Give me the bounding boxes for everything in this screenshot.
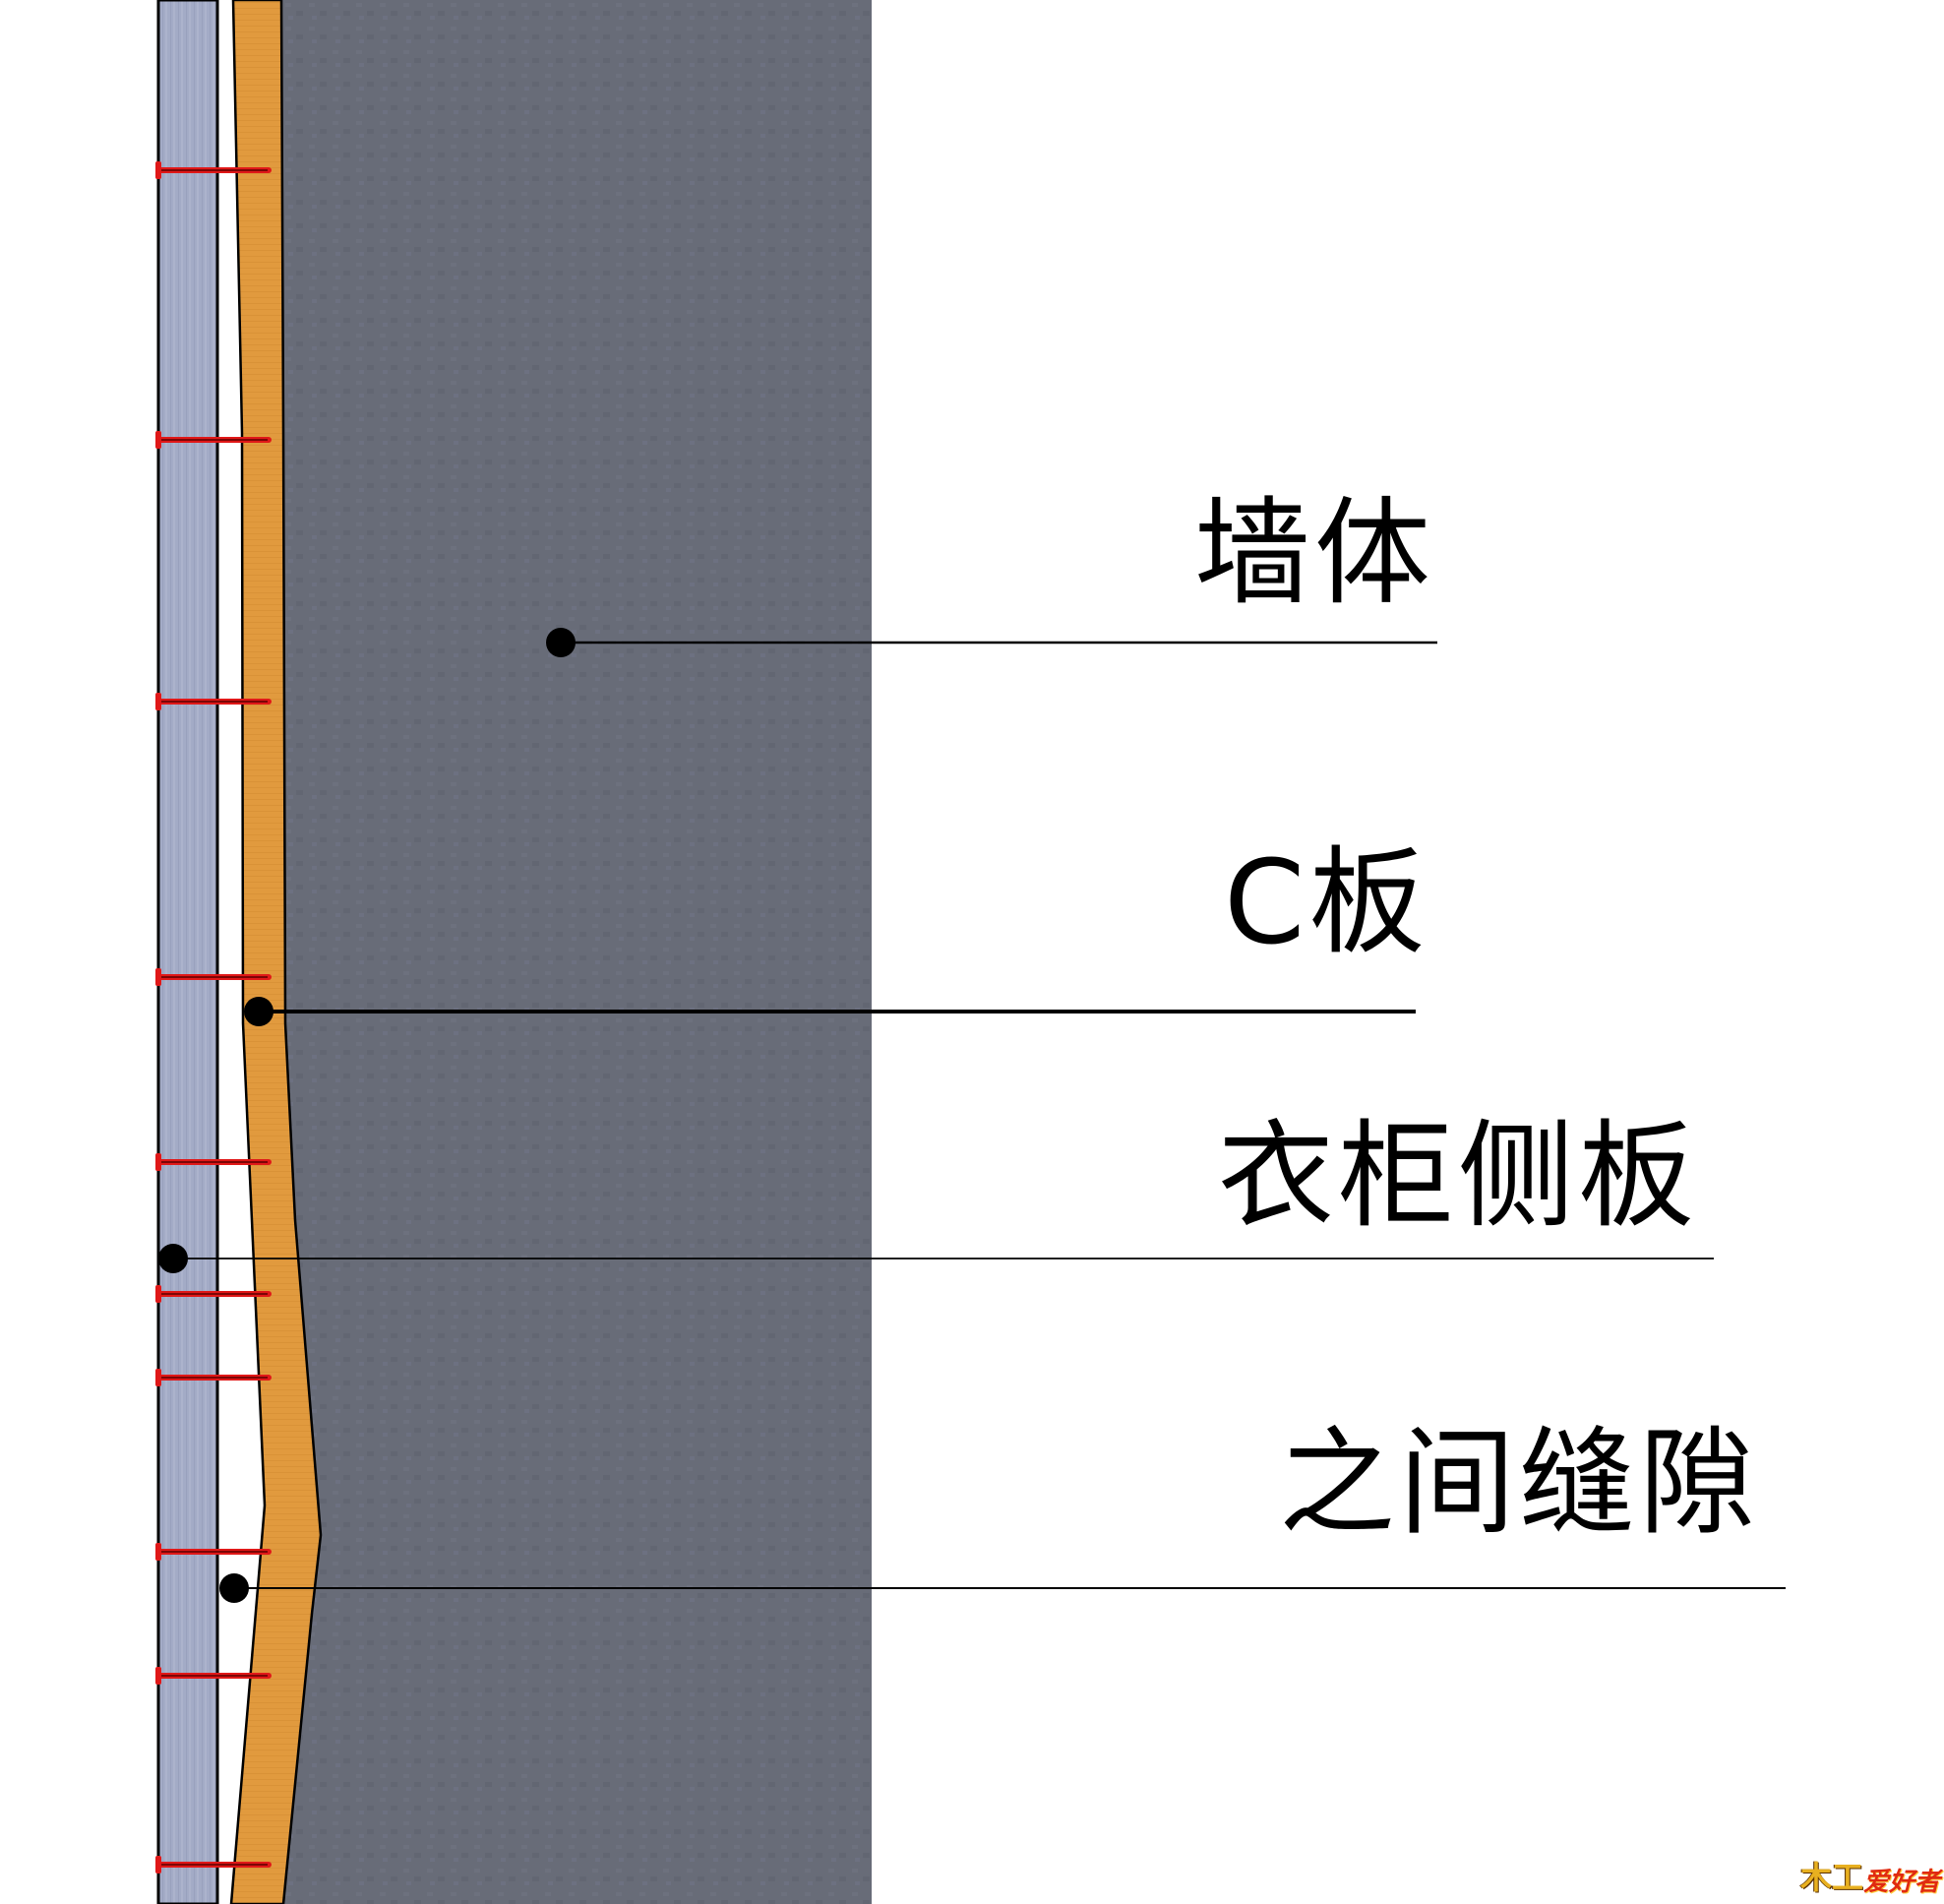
nail <box>155 161 272 179</box>
nail <box>155 1543 272 1561</box>
wardrobe-side-panel <box>156 0 219 1904</box>
leader-dot-gap <box>219 1573 249 1603</box>
label-gap-between: 之间缝隙 <box>1279 1415 1760 1551</box>
nail <box>155 1153 272 1171</box>
nail <box>155 1285 272 1303</box>
nail <box>155 431 272 449</box>
wall-block <box>281 0 872 1904</box>
leader-dot-side-panel <box>158 1244 188 1273</box>
nail <box>155 968 272 986</box>
leader-dot-c-board <box>244 997 273 1026</box>
c-board-strip <box>229 0 323 1904</box>
logo-mark: 木工 <box>1799 1859 1863 1896</box>
logo-text: 爱好者 <box>1862 1868 1940 1897</box>
nail <box>155 693 272 710</box>
label-wall: 墙体 <box>1194 485 1435 621</box>
label-c-board: C板 <box>1224 834 1429 970</box>
nail <box>155 1369 272 1386</box>
nails <box>155 161 272 1873</box>
nail <box>155 1667 272 1685</box>
watermark-logo: 木工 爱好者 <box>1800 1853 1940 1898</box>
nail <box>155 1856 272 1873</box>
label-wardrobe-side-panel: 衣柜侧板 <box>1218 1108 1699 1244</box>
leader-dot-wall <box>546 628 576 657</box>
